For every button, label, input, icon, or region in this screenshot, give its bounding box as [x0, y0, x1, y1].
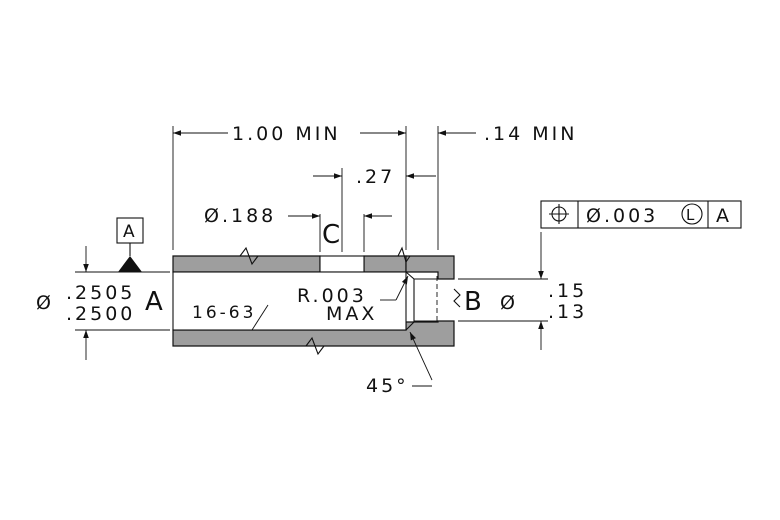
lmc-modifier-circle — [681, 203, 703, 225]
datum-a-label: A — [145, 287, 166, 317]
bore-dia-min: .2500 — [66, 303, 135, 325]
break-line-top-right — [397, 246, 411, 264]
fcf-tolerance: Ø.003 — [586, 205, 658, 227]
surface-finish-label: 16-63 — [192, 303, 256, 323]
bore-dia-symbol: Ø — [36, 292, 54, 314]
counterbore-depth-label: .14 MIN — [484, 123, 577, 145]
surface-finish-callout: 16-63 — [192, 303, 269, 331]
chamfer-callout: 45° — [366, 331, 433, 397]
feature-control-frame: Ø.003 L A — [540, 200, 742, 229]
top-wall-counterbore — [405, 255, 455, 280]
datum-a-box-label: A — [123, 222, 138, 242]
radius-note: MAX — [326, 303, 377, 325]
fcf-modifier: L — [686, 206, 697, 224]
datum-b-leader — [453, 288, 461, 308]
counterbore-dia-symbol: Ø — [500, 292, 518, 314]
main-bore — [172, 271, 407, 331]
break-line-bottom — [305, 336, 325, 356]
break-line-top — [239, 246, 259, 266]
dim-counterbore-diameter: B Ø .15 .13 — [453, 232, 587, 350]
datum-a-symbol: A — [116, 217, 144, 272]
dim-hole-location: .27 — [313, 166, 436, 252]
radius-callout: R.003 MAX — [297, 275, 409, 325]
datum-c-label: C — [322, 220, 343, 250]
fcf-datum-ref: A — [716, 205, 732, 227]
chamfer-angle-label: 45° — [366, 375, 409, 397]
bore-dia-max: .2505 — [66, 282, 135, 304]
datum-triangle-icon — [118, 256, 142, 272]
cross-hole-dia-label: Ø.188 — [204, 205, 276, 227]
datum-b-label: B — [464, 287, 485, 317]
length-min-label: 1.00 MIN — [232, 123, 341, 145]
top-wall-mid — [363, 255, 407, 273]
position-icon — [549, 204, 569, 224]
part-section — [172, 246, 455, 356]
hole-location-label: .27 — [356, 166, 395, 188]
radius-label: R.003 — [297, 285, 367, 307]
dim-cross-hole: Ø.188 C — [204, 205, 392, 252]
counterbore-dia-min: .13 — [548, 301, 587, 323]
cross-hole — [319, 255, 365, 273]
top-wall-left — [172, 255, 321, 273]
dim-bore-diameter: Ø .2505 .2500 A — [36, 246, 170, 360]
chamfer-lines — [405, 271, 454, 331]
dim-counterbore-depth: .14 MIN — [437, 123, 577, 250]
counterbore-dia-max: .15 — [548, 280, 587, 302]
dim-length: 1.00 MIN — [172, 123, 407, 250]
